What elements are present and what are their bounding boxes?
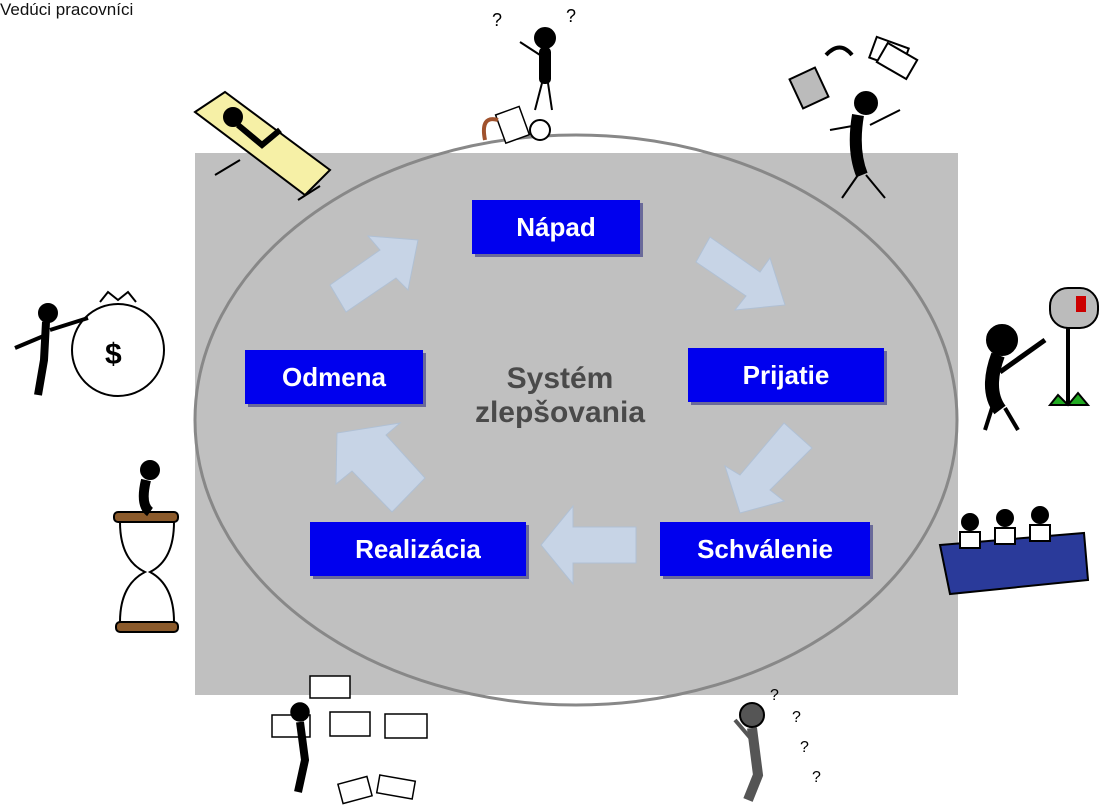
center-title-line1: Systém [506, 362, 614, 395]
svg-text:?: ? [812, 769, 821, 786]
svg-text:?: ? [792, 709, 801, 726]
question-person-icon: ? ? [481, 6, 576, 145]
corner-label: Vedúci pracovníci [0, 0, 134, 19]
step-napad: Nápad [472, 200, 640, 254]
arrow-napad-to-prijatie [695, 236, 786, 311]
confused-person-icon: ? ? ? ? [733, 687, 821, 802]
arrow-prijatie-to-schvalenie [724, 422, 813, 514]
step-prijatie: Prijatie [688, 348, 884, 402]
arrow-schvalenie-to-realizacia [540, 504, 637, 586]
svg-text:$: $ [105, 338, 122, 371]
center-title: Systém zlepšovania [440, 362, 680, 430]
arrow-realizacia-to-odmena [335, 422, 426, 513]
lounge-chair-person-icon [193, 90, 332, 201]
step-odmena: Odmena [245, 350, 423, 404]
svg-text:?: ? [492, 10, 502, 30]
planner-boxes-icon [271, 675, 428, 805]
svg-text:?: ? [770, 687, 779, 704]
step-realizacia: Realizácia [310, 522, 526, 576]
arrow-odmena-to-napad [329, 235, 419, 313]
center-title-line2: zlepšovania [474, 396, 646, 429]
cycle-ellipse [193, 133, 959, 707]
svg-text:?: ? [800, 739, 809, 756]
svg-text:?: ? [566, 6, 576, 26]
step-schvalenie: Schválenie [660, 522, 870, 576]
committee-table-icon [938, 506, 1090, 596]
mailbox-person-icon [983, 287, 1099, 432]
juggling-person-icon [788, 35, 919, 199]
hourglass-person-icon [113, 460, 179, 633]
money-bag-person-icon: $ [14, 290, 165, 397]
